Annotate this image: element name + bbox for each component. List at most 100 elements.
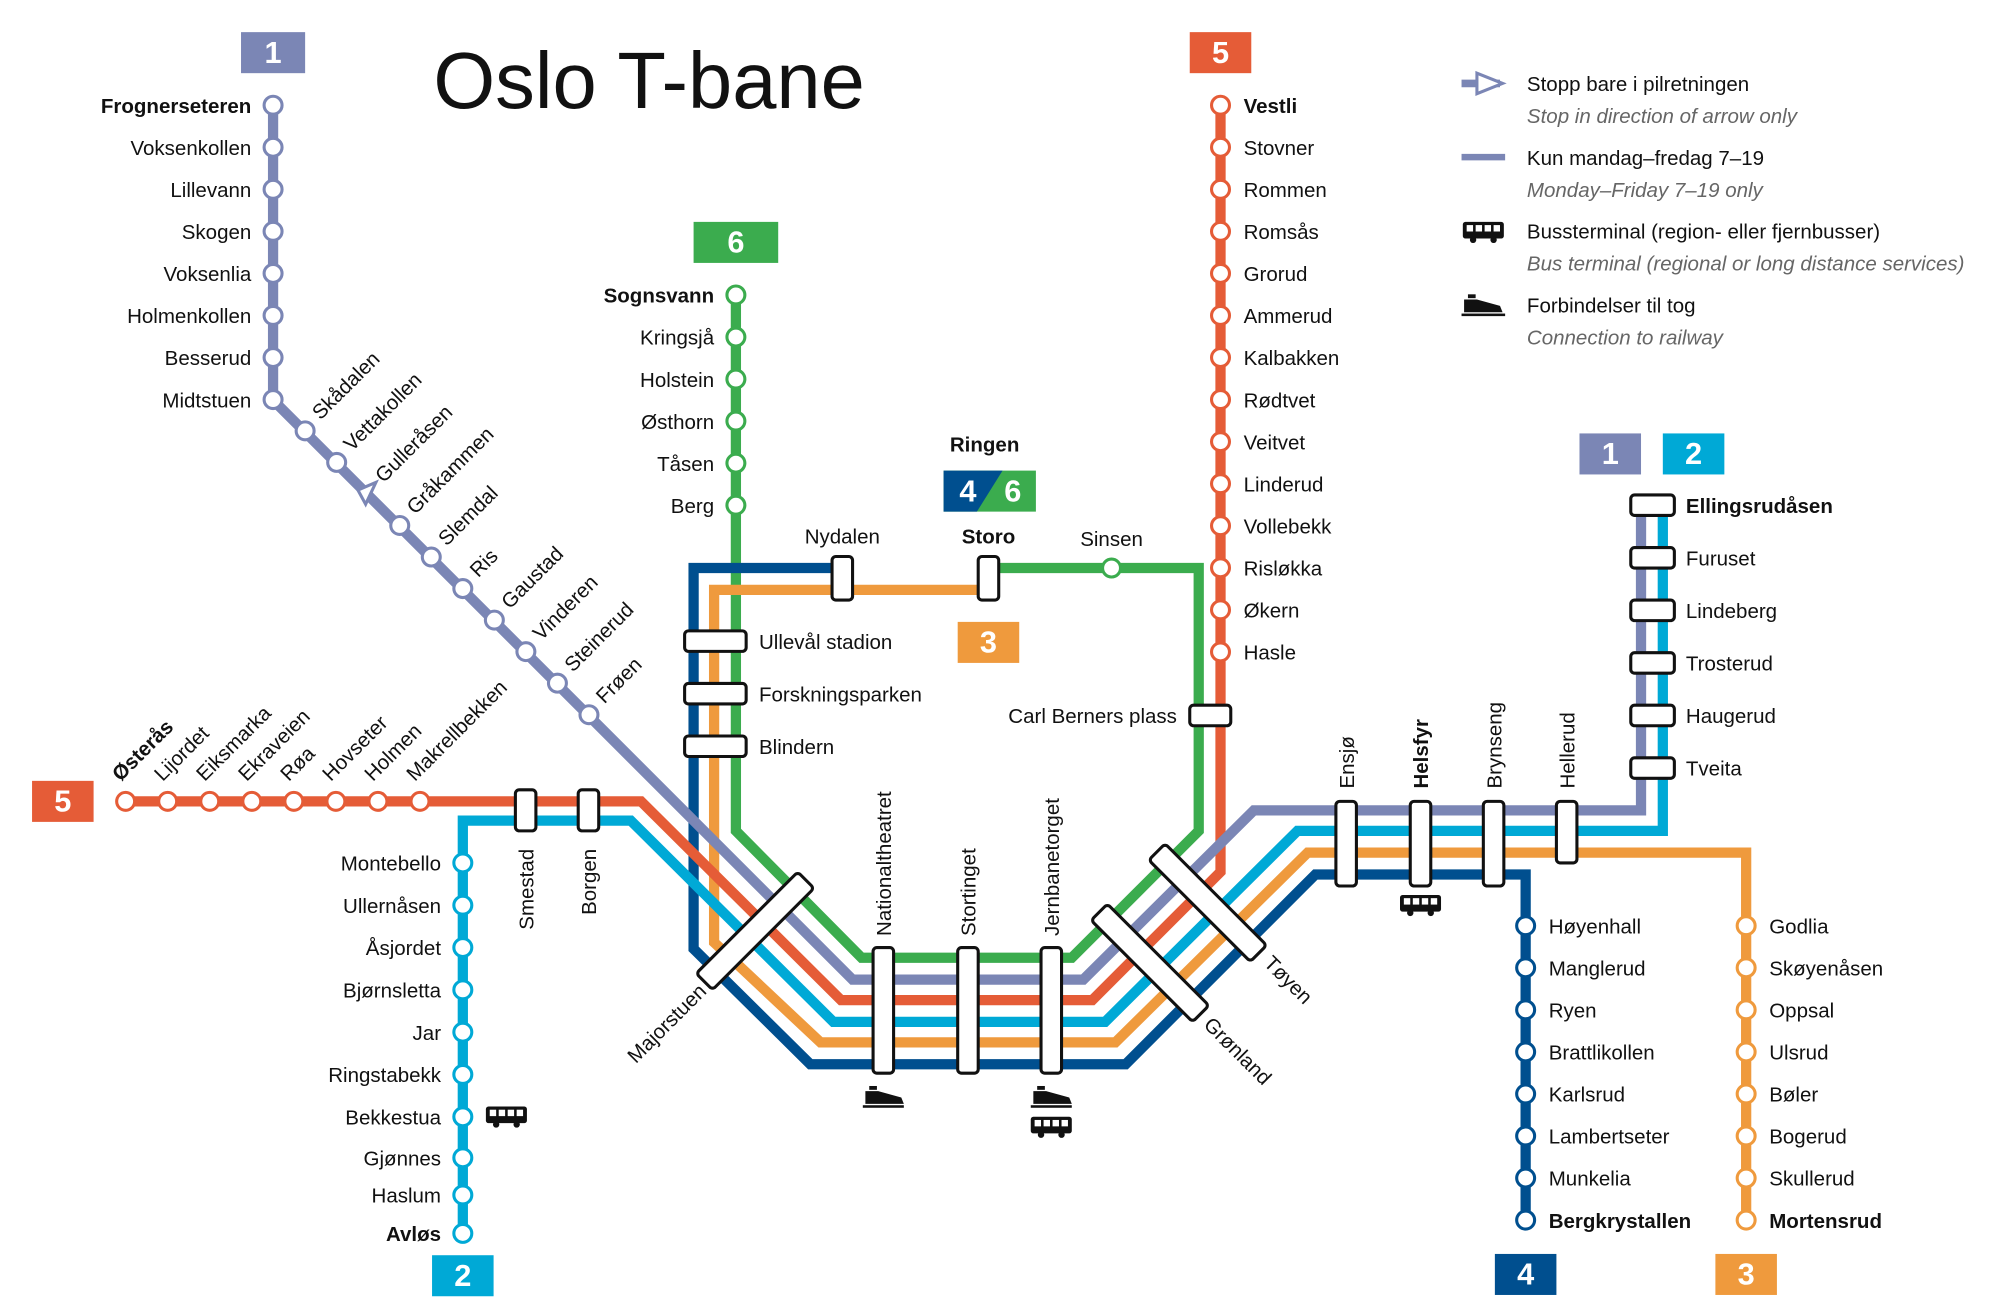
station-marker-sognsvann[interactable]	[725, 284, 747, 306]
station-marker-avl-s[interactable]	[452, 1222, 474, 1244]
station-marker-skullerud[interactable]	[1735, 1167, 1757, 1189]
station-marker-vollebekk[interactable]	[1210, 515, 1232, 537]
station-marker-ullerna-sen[interactable]	[452, 894, 474, 916]
station-marker-fr-en[interactable]	[578, 704, 600, 726]
station-marker-bogerud[interactable]	[1735, 1125, 1757, 1147]
station-marker-makrellbekken[interactable]	[409, 790, 431, 812]
interchange-marker-stortinget[interactable]	[956, 945, 980, 1075]
station-marker-r-dtvet[interactable]	[1210, 389, 1232, 411]
station-marker-veitvet[interactable]	[1210, 431, 1232, 453]
interchange-marker-carl-berners-plass[interactable]	[1188, 703, 1233, 728]
station-marker-bj-rnsletta[interactable]	[452, 979, 474, 1001]
station-marker-godlia[interactable]	[1735, 915, 1757, 937]
interchange-marker-ellingsruda-sen[interactable]	[1629, 493, 1676, 518]
interchange-marker-tveita[interactable]	[1629, 756, 1676, 780]
station-marker-b-ler[interactable]	[1735, 1083, 1757, 1105]
interchange-marker-ulleva-l-stadion[interactable]	[683, 629, 748, 653]
station-marker-voksenlia[interactable]	[262, 262, 284, 284]
station-marker-rommen[interactable]	[1210, 178, 1232, 200]
station-marker-a-sjordet[interactable]	[452, 937, 474, 959]
interchange-marker-blindern[interactable]	[683, 734, 748, 759]
route-badge-line5_top[interactable]: 5	[1189, 32, 1252, 74]
station-marker-montebello[interactable]	[452, 852, 474, 874]
station-marker-bergkrystallen[interactable]	[1515, 1209, 1537, 1231]
station-marker-gaustad[interactable]	[483, 609, 505, 631]
station-marker-steinerud[interactable]	[546, 672, 568, 694]
interchange-marker-borgen[interactable]	[576, 788, 601, 833]
interchange-marker-gr-nland[interactable]	[1091, 904, 1209, 1022]
station-marker-kern[interactable]	[1210, 599, 1232, 621]
interchange-marker-furuset[interactable]	[1629, 545, 1676, 570]
station-marker-holstein[interactable]	[725, 368, 747, 390]
station-marker-r-a[interactable]	[283, 790, 305, 812]
route-badge-line6_top[interactable]: 6	[693, 221, 779, 263]
station-marker-ulsrud[interactable]	[1735, 1041, 1757, 1063]
route-badge-line2_bottom[interactable]: 2	[432, 1255, 494, 1297]
station-marker-risl-kka[interactable]	[1210, 557, 1232, 579]
route-badge-line1_east[interactable]: 1	[1579, 433, 1642, 475]
station-marker-karlsrud[interactable]	[1515, 1083, 1537, 1105]
station-marker-holmen[interactable]	[367, 790, 389, 812]
station-marker-stovner[interactable]	[1210, 136, 1232, 158]
interchange-marker-storo[interactable]	[976, 554, 1001, 602]
station-marker-vettakollen[interactable]	[326, 451, 348, 473]
station-marker-sk-yena-sen[interactable]	[1735, 957, 1757, 979]
station-marker-eiksmarka[interactable]	[199, 790, 221, 812]
station-marker-linderud[interactable]	[1210, 473, 1232, 495]
station-marker-brattlikollen[interactable]	[1515, 1041, 1537, 1063]
station-marker-berg[interactable]	[725, 494, 747, 516]
station-marker-sthorn[interactable]	[725, 410, 747, 432]
station-marker-sinsen[interactable]	[1101, 557, 1123, 579]
route-badge-line3_bottom[interactable]: 3	[1715, 1253, 1777, 1295]
station-marker-hovseter[interactable]	[325, 790, 347, 812]
station-marker-kringsja[interactable]	[725, 326, 747, 348]
interchange-marker-helsfyr[interactable]	[1408, 799, 1433, 888]
station-marker-lijordet[interactable]	[157, 790, 179, 812]
interchange-marker-majorstuen[interactable]	[696, 871, 814, 990]
station-marker-mortensrud[interactable]	[1735, 1209, 1757, 1231]
interchange-marker-jernbanetorget[interactable]	[1039, 945, 1064, 1075]
route-badge-line4_bottom[interactable]: 4	[1494, 1253, 1557, 1295]
station-marker-voksenkollen[interactable]	[262, 136, 284, 158]
station-marker-frognerseteren[interactable]	[262, 94, 284, 116]
station-marker-kalbakken[interactable]	[1210, 347, 1232, 369]
station-marker-hasle[interactable]	[1210, 641, 1232, 663]
interchange-marker-nydalen[interactable]	[830, 554, 855, 602]
station-marker-lillevann[interactable]	[262, 178, 284, 200]
interchange-marker-smestad[interactable]	[513, 788, 538, 833]
station-marker-bekkestua[interactable]	[452, 1106, 474, 1128]
interchange-marker-trosterud[interactable]	[1629, 651, 1676, 675]
station-marker-vinderen[interactable]	[515, 641, 537, 663]
station-marker-slemdal[interactable]	[420, 546, 442, 568]
station-marker-lambertseter[interactable]	[1515, 1125, 1537, 1147]
station-marker-oppsal[interactable]	[1735, 999, 1757, 1021]
interchange-marker-ensj[interactable]	[1334, 799, 1358, 888]
station-marker-jar[interactable]	[452, 1021, 474, 1043]
station-marker-ska-dalen[interactable]	[294, 420, 316, 442]
station-marker-haslum[interactable]	[452, 1184, 474, 1206]
station-marker-ryen[interactable]	[1515, 999, 1537, 1021]
interchange-marker-forskningsparken[interactable]	[683, 681, 748, 706]
station-marker-gj-nnes[interactable]	[452, 1147, 474, 1169]
route-badge-line3_mid[interactable]: 3	[957, 621, 1020, 663]
route-badge-line5_west[interactable]: 5	[32, 780, 94, 822]
station-marker-stera-s[interactable]	[115, 790, 137, 812]
interchange-marker-lindeberg[interactable]	[1629, 598, 1676, 623]
interchange-marker-haugerud[interactable]	[1629, 703, 1676, 728]
station-marker-skogen[interactable]	[262, 220, 284, 242]
station-marker-ringstabekk[interactable]	[452, 1063, 474, 1085]
station-marker-manglerud[interactable]	[1515, 957, 1537, 979]
interchange-marker-hellerud[interactable]	[1554, 799, 1579, 865]
route-badge-line2_east[interactable]: 2	[1662, 433, 1725, 475]
route-badge-line1_top[interactable]: 1	[241, 32, 306, 74]
station-marker-besserud[interactable]	[262, 347, 284, 369]
station-marker-ris[interactable]	[452, 578, 474, 600]
station-marker-munkelia[interactable]	[1515, 1167, 1537, 1189]
interchange-marker-nationaltheatret[interactable]	[871, 945, 896, 1075]
station-marker-midtstuen[interactable]	[262, 389, 284, 411]
station-marker-ammerud[interactable]	[1210, 304, 1232, 326]
station-marker-gra-kammen[interactable]	[389, 514, 411, 536]
interchange-marker-brynseng[interactable]	[1481, 799, 1506, 888]
station-marker-grorud[interactable]	[1210, 262, 1232, 284]
